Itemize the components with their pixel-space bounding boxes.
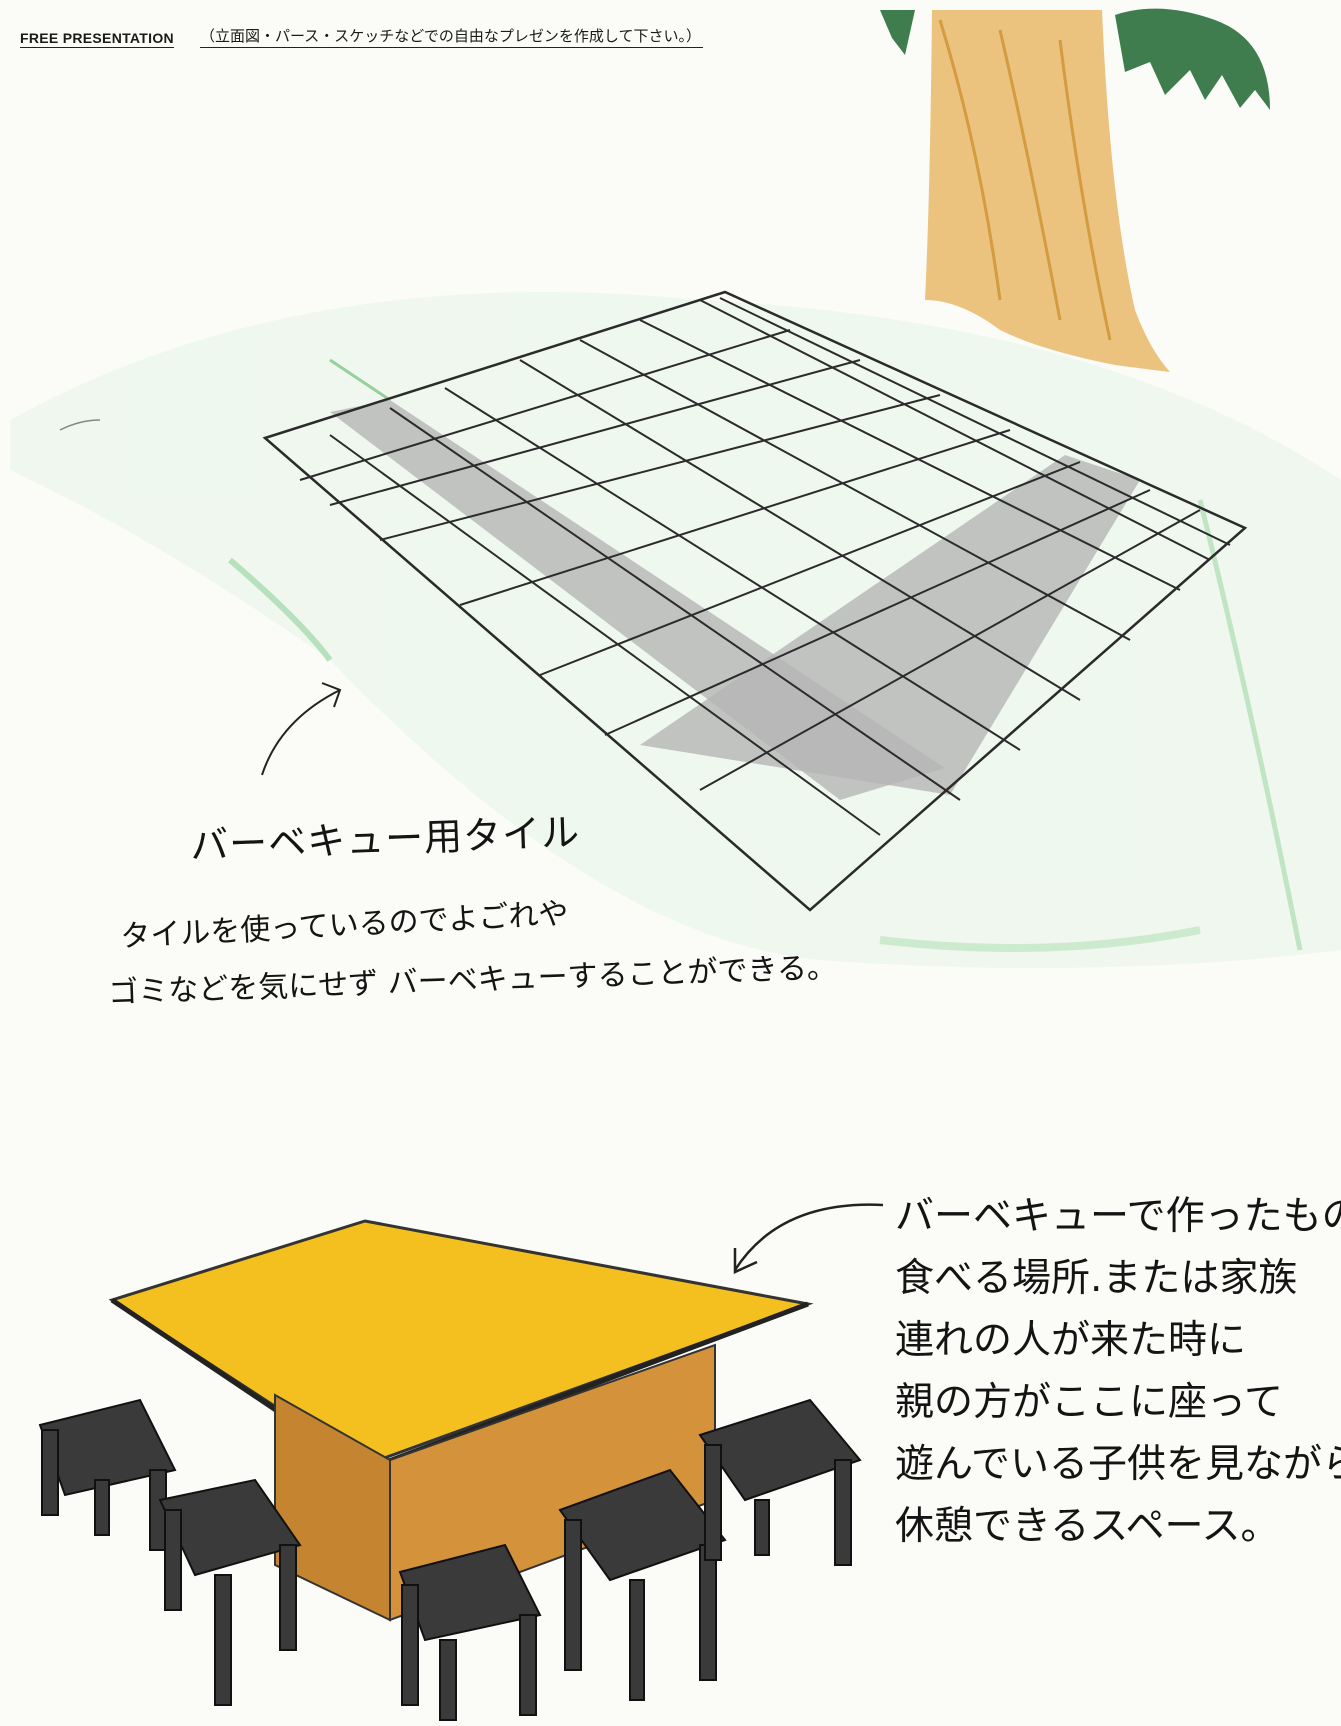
tree-sketch [880, 8, 1270, 372]
leaves-right [1115, 8, 1270, 111]
header-title-en: FREE PRESENTATION [20, 30, 174, 48]
sheet-header: FREE PRESENTATION （立面図・パース・スケッチなどでの自由なプレ… [20, 22, 703, 48]
table-note-line-4: 親の方がここに座って [895, 1380, 1284, 1425]
table-note: バーベキューで作ったものを 食べる場所.または家族 連れの人が来た時に 親の方が… [895, 1186, 1341, 1558]
table-note-line-3: 連れの人が来た時に [895, 1318, 1247, 1363]
stool-4 [558, 1468, 727, 1701]
header-title-jp: （立面図・パース・スケッチなどでの自由なプレゼンを作成して下さい。） [199, 25, 703, 48]
table-note-line-6: 休憩できるスペース。 [895, 1504, 1280, 1549]
stool-sketch [38, 1398, 862, 1721]
stool-5 [698, 1398, 862, 1566]
arrow-to-tiles [261, 682, 342, 776]
stool-1 [38, 1398, 177, 1551]
leaves-left [880, 10, 915, 55]
table-note-line-2: 食べる場所.または家族 [895, 1256, 1298, 1301]
table-note-line-5: 遊んでいる子供を見ながら [895, 1442, 1341, 1487]
table-note-line-1: バーベキューで作ったものを [895, 1194, 1341, 1239]
stool-2 [158, 1478, 302, 1706]
arrow-to-table [733, 1203, 884, 1274]
tile-shade-right [640, 455, 1140, 795]
stool-3 [398, 1543, 542, 1721]
table-sketch [108, 1219, 814, 1622]
tile-grid-sketch [262, 290, 1248, 912]
